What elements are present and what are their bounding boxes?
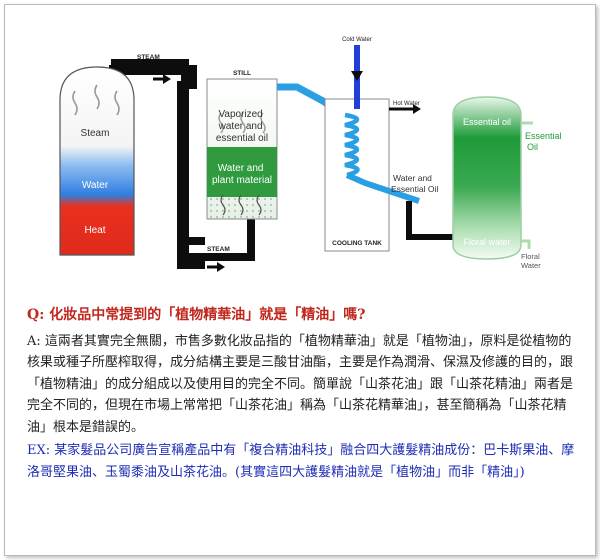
- water-oil-line-2: Essential Oil: [391, 184, 438, 194]
- cooling-tank: COOLING TANK Cold Water Hot Water: [324, 37, 421, 252]
- water-plant-line-2: plant material: [212, 175, 272, 186]
- steam-distillation-diagram: Steam Water Heat STEAM STEAM STILL Vapor…: [59, 37, 564, 272]
- floral-water-inner-label: Floral water: [463, 237, 510, 247]
- boiler-steam-label: Steam: [81, 128, 110, 139]
- floral-water-outlet: [521, 239, 531, 249]
- cooling-tank-label: COOLING TANK: [332, 240, 382, 247]
- separator-feed-pipe: [406, 201, 453, 240]
- vaporized-line-3: essential oil: [216, 133, 268, 144]
- cold-water-label: Cold Water: [342, 37, 372, 43]
- condensate-pipe: [345, 172, 420, 204]
- svg-text:Water and plant materi: Water and plant material: [212, 163, 272, 186]
- steam-top-label: STEAM: [137, 54, 160, 61]
- answer-text: A: 這兩者其實完全無關，市售多數化妝品指的「植物精華油」就是「植物油」，原料是…: [27, 333, 574, 435]
- steam-pipe-main: [111, 59, 205, 245]
- svg-text:Vaporized water and: Vaporized water and essential oil: [216, 109, 268, 144]
- vaporized-line-2: water and: [218, 121, 263, 132]
- essential-oil-inner-label: Essential oil: [463, 117, 511, 127]
- example-text: EX: 某家髮品公司廣告宣稱產品中有「複合精油科技」融合四大護髮精油成份：巴卡斯…: [27, 443, 575, 480]
- boiler: Steam Water Heat: [59, 66, 135, 256]
- svg-text:Water and Essential Oil: Water and Essential Oil: [391, 173, 438, 194]
- boiler-heat-label: Heat: [84, 225, 105, 236]
- svg-text:Essential Oil: Essential Oil: [525, 131, 564, 152]
- water-oil-line-1: Water and: [393, 173, 432, 183]
- separator: Essential oil Floral water Essential Oil…: [452, 96, 564, 270]
- hot-water-label: Hot Water: [393, 101, 420, 107]
- still-label: STILL: [233, 70, 251, 77]
- boiler-water-label: Water: [82, 180, 109, 191]
- steam-pipe-bottom: [181, 219, 255, 261]
- svg-text:Floral Water: Floral Water: [521, 252, 542, 270]
- essential-oil-outer-line-1: Essential: [525, 131, 562, 141]
- floral-water-outer-line-1: Floral: [521, 252, 540, 261]
- essential-oil-outer-line-2: Oil: [527, 142, 538, 152]
- floral-water-outer-line-2: Water: [521, 261, 541, 270]
- vaporized-line-1: Vaporized: [218, 109, 262, 120]
- steam-bottom-label: STEAM: [207, 246, 230, 253]
- condenser-coil: [344, 112, 360, 178]
- still: STILL Vaporized water and essential oil …: [206, 70, 278, 220]
- water-plant-line-1: Water and: [218, 163, 264, 174]
- figure-frame: Steam Water Heat STEAM STEAM STILL Vapor…: [4, 4, 596, 556]
- qa-text: Q: 化妝品中常提到的「植物精華油」就是「精油」嗎? A: 這兩者其實完全無關，…: [27, 305, 583, 483]
- question-text: Q: 化妝品中常提到的「植物精華油」就是「精油」嗎?: [27, 307, 366, 323]
